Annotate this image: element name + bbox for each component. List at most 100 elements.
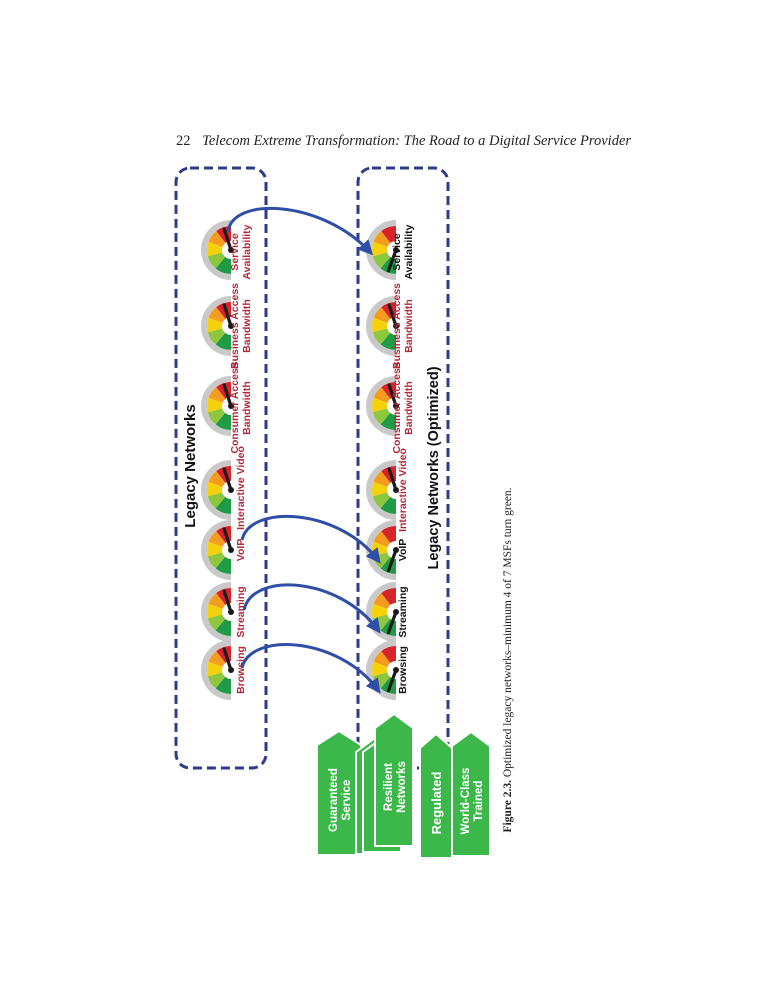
gauges-before bbox=[201, 220, 234, 700]
gauge-label-before-1: Streaming bbox=[235, 586, 247, 637]
gauge-hub bbox=[228, 487, 234, 493]
foundation-pillars: GuaranteedServiceResilientResilientResil… bbox=[316, 712, 491, 859]
gauge-rim bbox=[201, 460, 231, 520]
gauges-after bbox=[366, 220, 399, 700]
gauge-needle bbox=[387, 467, 398, 492]
pillar-label: Regulated bbox=[429, 772, 444, 835]
gauge-label-before-6: ServiceAvailability bbox=[229, 224, 253, 279]
gauge-hub bbox=[228, 609, 234, 615]
gauge-band-3 bbox=[208, 651, 226, 667]
gauge-band-2 bbox=[207, 241, 223, 257]
labels-after: Browsing Streaming VoIP Interactive VideoCo… bbox=[391, 224, 415, 694]
panel-right-title: Legacy Networks (Optimized) bbox=[426, 366, 442, 569]
gauge-hub bbox=[393, 403, 399, 409]
gauge-needle bbox=[387, 303, 398, 328]
gauge-band-2 bbox=[372, 397, 388, 413]
gauge-band-3 bbox=[373, 531, 391, 547]
gauge-hub bbox=[393, 247, 399, 253]
gauge-label-after-1: Streaming bbox=[397, 586, 409, 637]
gauge-band-3 bbox=[373, 231, 391, 247]
gauge-band-4 bbox=[381, 646, 396, 663]
gauge-needle bbox=[222, 227, 233, 252]
gauge-label-after-0: Browsing bbox=[397, 646, 409, 694]
gauge-band-2 bbox=[207, 317, 223, 333]
gauge-band-2 bbox=[206, 481, 223, 497]
gauge-band-3 bbox=[373, 651, 391, 667]
pillar-label: GuaranteedService bbox=[328, 768, 353, 832]
gauge-before-2 bbox=[201, 520, 234, 580]
gauge-band-4 bbox=[381, 225, 396, 243]
gauge-label-after-3: Interactive Video bbox=[397, 448, 409, 532]
gauge-before-3 bbox=[201, 460, 234, 520]
gauge-rim bbox=[201, 640, 231, 700]
gauge-rim bbox=[366, 296, 396, 356]
gauge-rim bbox=[366, 220, 396, 280]
gauge-band-2 bbox=[372, 317, 388, 333]
arrow-streaming bbox=[242, 583, 381, 634]
gauge-needle bbox=[387, 383, 398, 408]
pillar-label: ResilientNetworks bbox=[383, 761, 408, 813]
gauge-band-0 bbox=[380, 496, 396, 514]
gauge-rim bbox=[366, 376, 396, 436]
gauge-label-after-5: Business AccessBandwidth bbox=[391, 283, 415, 369]
pillar-5: World-ClassTrained bbox=[451, 730, 491, 857]
gauge-band-3 bbox=[208, 307, 226, 323]
running-title: Telecom Extreme Transformation: The Road… bbox=[202, 133, 632, 149]
gauge-band-1 bbox=[207, 614, 226, 631]
gauge-band-1 bbox=[207, 492, 226, 509]
pillar-label: World-ClassTrained bbox=[460, 768, 485, 835]
gauge-needle bbox=[386, 248, 398, 273]
gauge-needle bbox=[222, 467, 233, 492]
page-number: 22 bbox=[176, 133, 191, 149]
caption-text: Optimized legacy networks–minimum 4 of 7… bbox=[502, 487, 514, 778]
gauge-band-2 bbox=[372, 603, 388, 619]
arrow-browsing bbox=[240, 643, 381, 694]
improvement-arrows bbox=[226, 207, 381, 694]
gauge-after-0 bbox=[366, 640, 399, 700]
gauge-label-after-6: ServiceAvailability bbox=[391, 224, 415, 279]
gauge-band-3 bbox=[208, 387, 226, 403]
gauge-band-2 bbox=[206, 661, 223, 677]
gauge-hub bbox=[228, 403, 234, 409]
gauge-band-4 bbox=[381, 526, 396, 543]
gauge-band-3 bbox=[208, 471, 226, 487]
gauge-label-after-4: Consumer AccessBandwidth bbox=[391, 362, 415, 453]
gauge-band-1 bbox=[207, 408, 226, 425]
gauge-band-0 bbox=[380, 412, 396, 430]
gauge-band-2 bbox=[206, 541, 223, 557]
gauge-before-1 bbox=[201, 582, 234, 642]
gauge-band-0 bbox=[215, 412, 231, 430]
panel-left-title: Legacy Networks bbox=[182, 404, 199, 527]
gauge-band-3 bbox=[208, 593, 226, 609]
gauge-label-after-2: VoIP bbox=[397, 539, 409, 562]
gauge-band-1 bbox=[207, 252, 226, 269]
gauge-band-3 bbox=[208, 531, 226, 547]
gauge-rim bbox=[366, 520, 396, 580]
gauge-hub bbox=[228, 547, 234, 553]
gauge-band-1 bbox=[207, 672, 226, 689]
gauge-band-1 bbox=[207, 552, 226, 569]
gauge-rim bbox=[201, 520, 231, 580]
gauge-needle bbox=[222, 303, 233, 328]
gauge-label-before-2: VoIP bbox=[235, 539, 247, 562]
gauge-hub bbox=[393, 547, 399, 553]
gauge-label-before-5: Business AccessBandwidth bbox=[229, 283, 253, 369]
pillar-4: Regulated bbox=[419, 732, 453, 859]
gauge-hub bbox=[393, 667, 399, 673]
gauge-hub bbox=[393, 323, 399, 329]
gauge-hub bbox=[228, 247, 234, 253]
gauge-band-2 bbox=[372, 241, 388, 257]
gauge-band-1 bbox=[207, 328, 226, 345]
gauge-hub bbox=[228, 667, 234, 673]
pillar-0: GuaranteedService bbox=[316, 729, 362, 856]
gauge-band-0 bbox=[215, 676, 231, 694]
gauge-band-2 bbox=[372, 661, 388, 677]
gauge-band-3 bbox=[373, 387, 391, 403]
gauge-hub bbox=[393, 487, 399, 493]
gauge-needle bbox=[386, 668, 398, 693]
gauge-rim bbox=[366, 460, 396, 520]
gauge-needle bbox=[222, 589, 233, 614]
arrow-service-availability bbox=[226, 207, 374, 256]
gauge-band-0 bbox=[215, 556, 231, 574]
